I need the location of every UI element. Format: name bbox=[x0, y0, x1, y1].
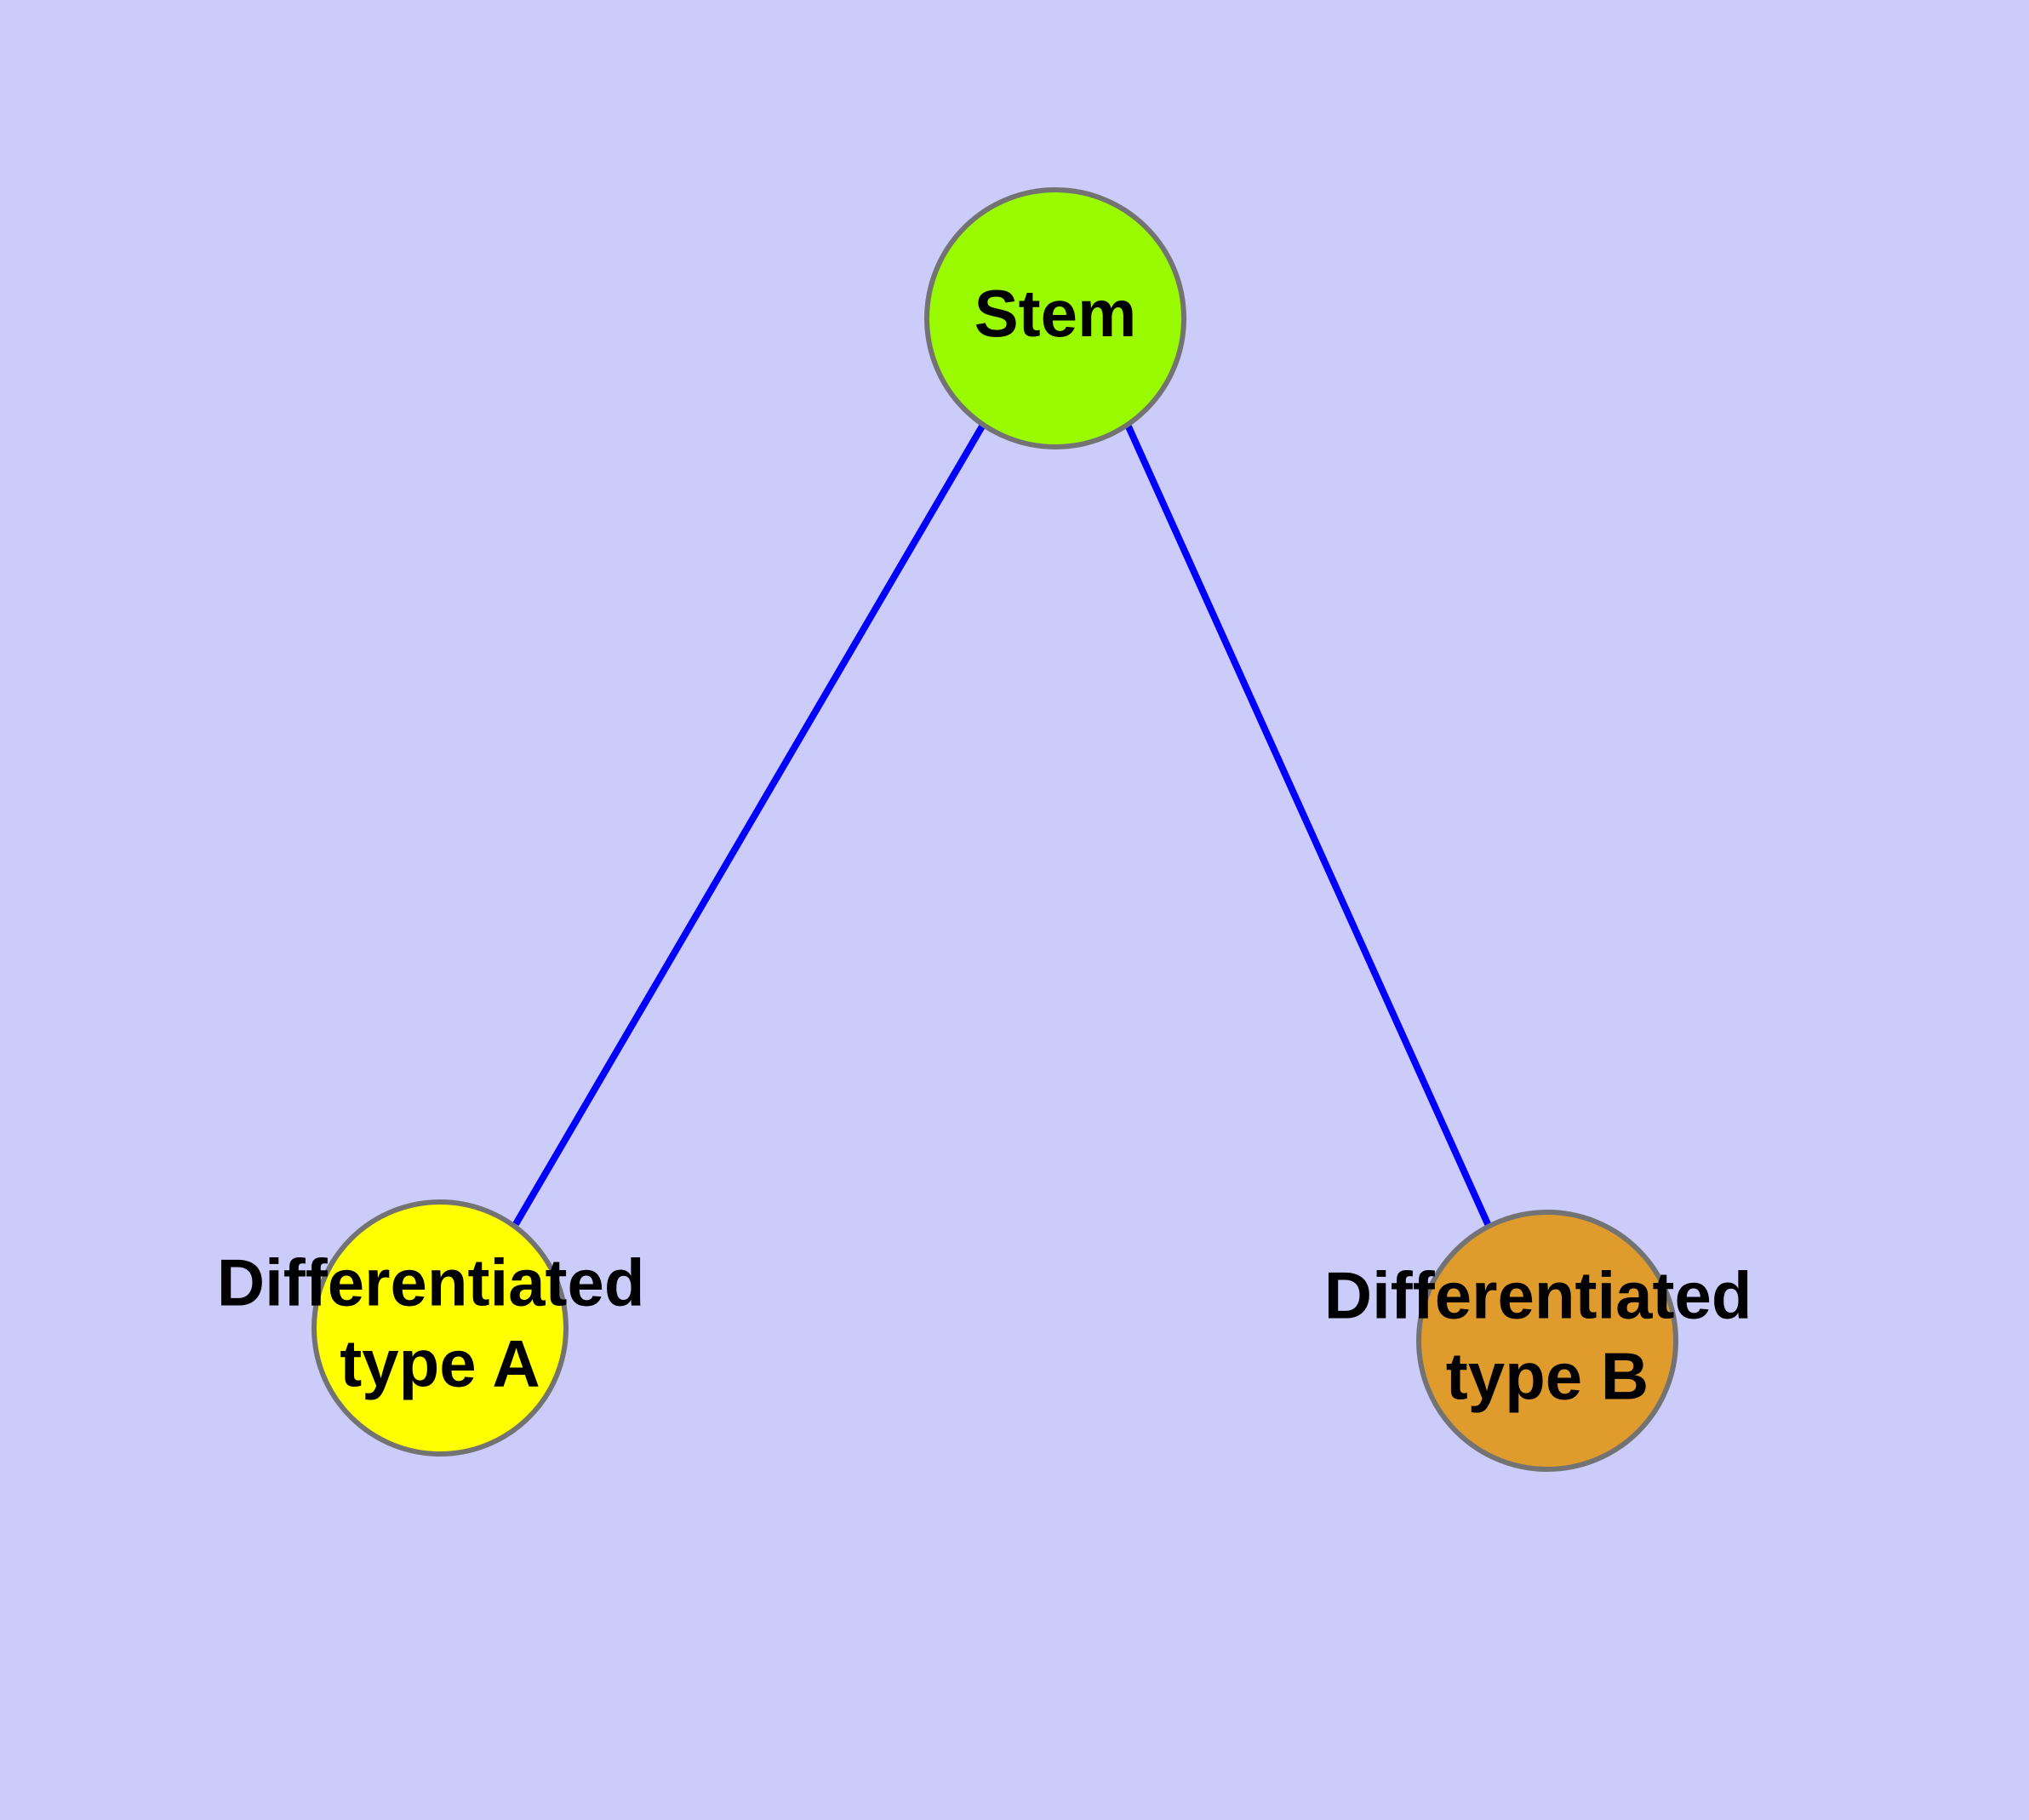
node-diff-b-label-line-2: type B bbox=[1446, 1338, 1649, 1413]
node-stem-label: Stem bbox=[974, 276, 1137, 351]
node-diff-a-label-line-1: Differentiated bbox=[217, 1245, 645, 1319]
edge-layer bbox=[512, 422, 1492, 1228]
node-stem[interactable] bbox=[924, 187, 1186, 449]
edge-stem-to-diff-a[interactable] bbox=[512, 422, 986, 1227]
node-stem-label-line-1: Stem bbox=[974, 276, 1137, 351]
node-diff-b-circle[interactable] bbox=[1416, 1210, 1678, 1472]
node-diff-b-label: Differentiated type B bbox=[1324, 1257, 1770, 1413]
label-layer: Stem Differentiated type A Differentiate… bbox=[217, 276, 1770, 1414]
node-diff-a[interactable] bbox=[311, 1199, 569, 1457]
edge-stem-to-diff-b[interactable] bbox=[1124, 423, 1492, 1228]
node-diff-a-label-line-2: type A bbox=[340, 1325, 540, 1400]
node-diff-a-circle[interactable] bbox=[311, 1199, 569, 1457]
node-diff-b-label-line-1: Differentiated bbox=[1324, 1257, 1752, 1332]
node-stem-circle[interactable] bbox=[924, 187, 1186, 449]
node-diff-a-label: Differentiated type A bbox=[217, 1245, 663, 1400]
node-layer bbox=[311, 187, 1678, 1472]
node-diff-b[interactable] bbox=[1416, 1210, 1678, 1472]
